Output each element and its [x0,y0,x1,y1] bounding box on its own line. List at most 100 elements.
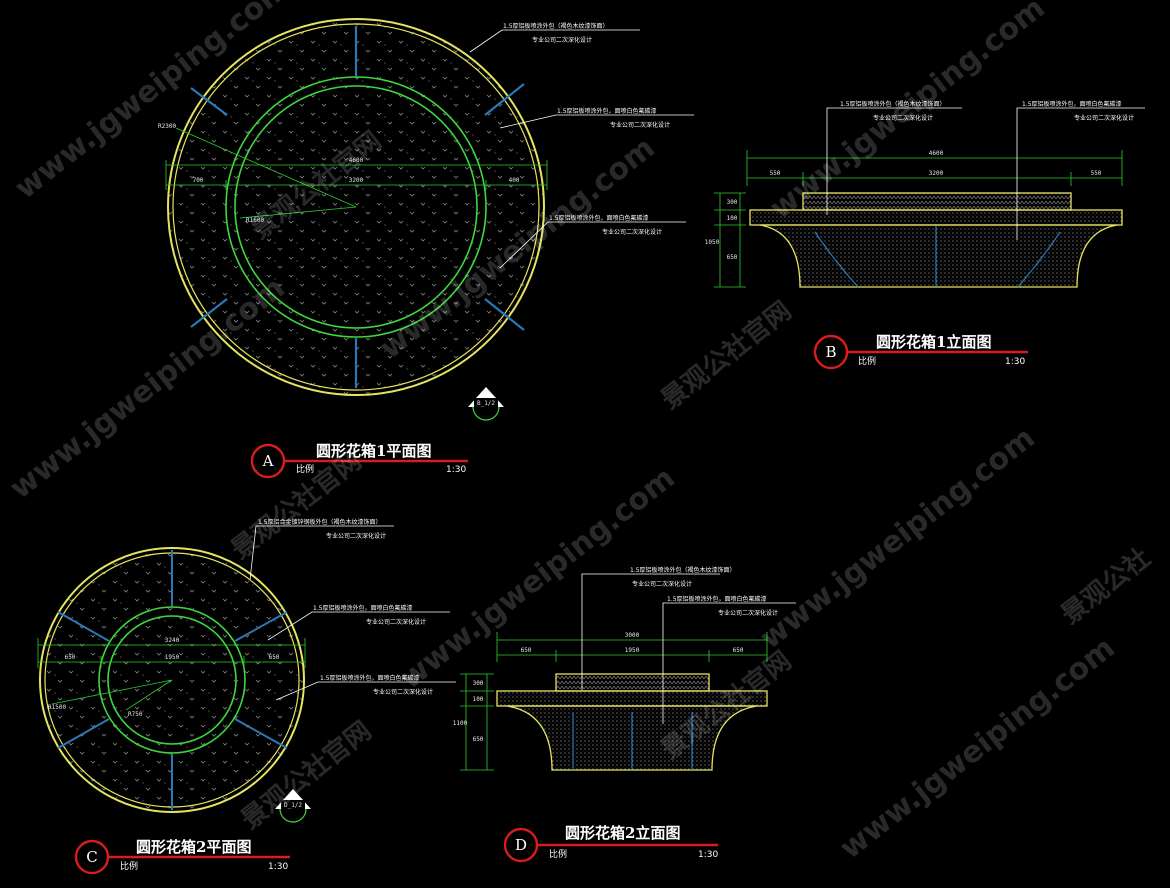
dim-c-middle: 1950 [165,654,180,661]
watermark-url-6: www.jgweiping.com [753,420,1041,656]
note-c1-line1: 1.5厚铝合金镀锌钢板外包（褐色木纹漆饰面） [258,518,382,526]
watermark-url-5: www.jgweiping.com [393,460,681,696]
dim-a-left: 700 [193,177,204,184]
watermark-url-4: www.jgweiping.com [3,270,291,506]
dim-b-rim-height: 100 [727,215,738,222]
leader-lines-a [469,29,694,269]
watermark-brand-2: 景观公社官网 [655,295,797,415]
dim-c-radius-outer: R1500 [48,704,66,711]
segment-joints [190,26,525,388]
elevation-view-d: 3000 650 1950 650 300 100 650 1100 1.5厚铝… [453,566,796,863]
scale-value-a: 1:30 [446,465,466,475]
dim-a-radius-outer: R2300 [158,123,176,130]
view-letter-d: D [515,836,527,854]
dim-b-total-height: 1050 [705,239,720,246]
dim-b-body-height: 650 [727,254,738,261]
dim-c-left: 650 [65,654,76,661]
note-d2-line1: 1.5厚铝板喷涂外包，面喷白色氟碳漆 [667,595,767,603]
scale-value-b: 1:30 [1005,357,1025,367]
dim-a-right: 400 [509,177,520,184]
dim-d-total-height: 1100 [453,720,468,727]
dim-b-overall: 4600 [929,150,944,157]
note-b2-line2: 专业公司二次深化设计 [1074,114,1134,122]
note-a2-line2: 专业公司二次深化设计 [610,121,670,129]
dim-d-rim-height: 100 [473,696,484,703]
note-c3-line1: 1.5厚铝板喷涂外包，面喷白色氟碳漆 [320,674,420,682]
section-mark-a-label: B_1/2 [477,400,495,407]
view-title-c: C 圆形花箱2平面图 比例 1:30 [74,838,290,875]
planter-body [759,224,1118,288]
dim-d-body-height: 650 [473,736,484,743]
planter-outer-edge-inner-line [172,23,540,391]
dim-d-overall: 3000 [625,632,640,639]
plan-view-a: 4600 700 3200 400 R2300 R1600 1.5厚铝板喷涂外包… [158,18,694,479]
planter-rim [749,209,1123,226]
body-joints-b [814,226,1061,288]
scale-value-c: 1:30 [268,862,288,872]
note-a1-line2: 专业公司二次深化设计 [532,36,592,44]
view-letter-c: C [86,848,97,866]
view-title-text-b: 圆形花箱1立面图 [876,333,991,351]
view-title-text-a: 圆形花箱1平面图 [316,442,431,460]
planter-top-cap [802,192,1072,211]
dim-d-cap-height: 300 [473,680,484,687]
dimension-line-a [165,127,548,219]
leader-lines-c [249,525,456,701]
plan-view-c: 3240 650 1950 650 R1500 R750 1.5厚铝合金镀锌钢板… [37,518,456,875]
dim-a-radius-inner: R1600 [246,217,264,224]
note-d1-line2: 专业公司二次深化设计 [632,580,692,588]
scale-label-c: 比例 [120,860,138,872]
dim-b-cap-height: 300 [727,199,738,206]
note-d1-line1: 1.5厚铝板喷涂外包（褐色木纹漆饰面） [630,566,736,574]
scale-label-b: 比例 [858,355,876,367]
view-letter-b: B [825,343,836,361]
planter2-inner-ring [98,606,246,754]
dimension-line-c [37,638,306,711]
note-b1-line1: 1.5厚铝板喷涂外包（褐色木纹漆饰面） [840,100,946,108]
dim-b-right: 550 [1091,170,1102,177]
dim-a-overall: 4600 [349,157,364,164]
dim-d-right: 650 [733,647,744,654]
view-title-a: A 圆形花箱1平面图 比例 1:30 [250,442,468,479]
section-marker-c: D_1/2 [275,789,311,823]
elevation-view-b: 4600 550 3200 550 300 100 650 1050 1.5厚铝… [705,100,1145,370]
dim-c-right: 650 [269,654,280,661]
watermark-brand-6: 景观公社 [1055,542,1156,630]
note-a3-line1: 1.5厚铝板喷涂外包，面喷白色氟碳漆 [549,214,649,222]
dim-c-overall: 3240 [165,637,180,644]
dim-b-middle: 3200 [929,170,944,177]
dim-b-left: 550 [770,170,781,177]
leader-lines-b [826,107,1145,240]
leader-lines-d [581,573,796,724]
scale-label-a: 比例 [296,463,314,475]
planter-inner-ring [225,76,487,338]
view-letter-a: A [262,452,274,470]
planting-area-edge [234,85,478,329]
note-c2-line2: 专业公司二次深化设计 [366,618,426,626]
section-marker-a: B_1/2 [468,387,504,421]
scale-label-d: 比例 [549,848,567,860]
watermark-brand-3: 景观公社官网 [225,445,367,565]
note-b1-line2: 专业公司二次深化设计 [873,114,933,122]
dim-d-left: 650 [521,647,532,654]
dimension-line-b [714,150,1123,288]
dim-d-middle: 1950 [625,647,640,654]
note-a3-line2: 专业公司二次深化设计 [602,228,662,236]
planter2-top-cap [555,673,710,692]
note-a2-line1: 1.5厚铝板喷涂外包，面喷白色氟碳漆 [557,107,657,115]
note-a1-line1: 1.5厚铝板喷涂外包（褐色木纹漆饰面） [503,22,609,30]
note-c2-line1: 1.5厚铝板喷涂外包，面喷白色氟碳漆 [313,604,413,612]
view-title-b: B 圆形花箱1立面图 比例 1:30 [813,333,1028,370]
view-title-text-c: 圆形花箱2平面图 [136,838,251,856]
body-joints-d [572,712,693,770]
view-title-d: D 圆形花箱2立面图 比例 1:30 [503,824,718,863]
scale-value-d: 1:30 [698,850,718,860]
segment-joints-c [57,550,288,810]
note-d2-line2: 专业公司二次深化设计 [718,609,778,617]
dimension-line-d [460,632,768,771]
dim-a-middle: 3200 [349,177,364,184]
note-c1-line2: 专业公司二次深化设计 [326,532,386,540]
note-c3-line2: 专业公司二次深化设计 [373,688,433,696]
note-b2-line1: 1.5厚铝板喷涂外包，面喷白色氟碳漆 [1022,100,1122,108]
